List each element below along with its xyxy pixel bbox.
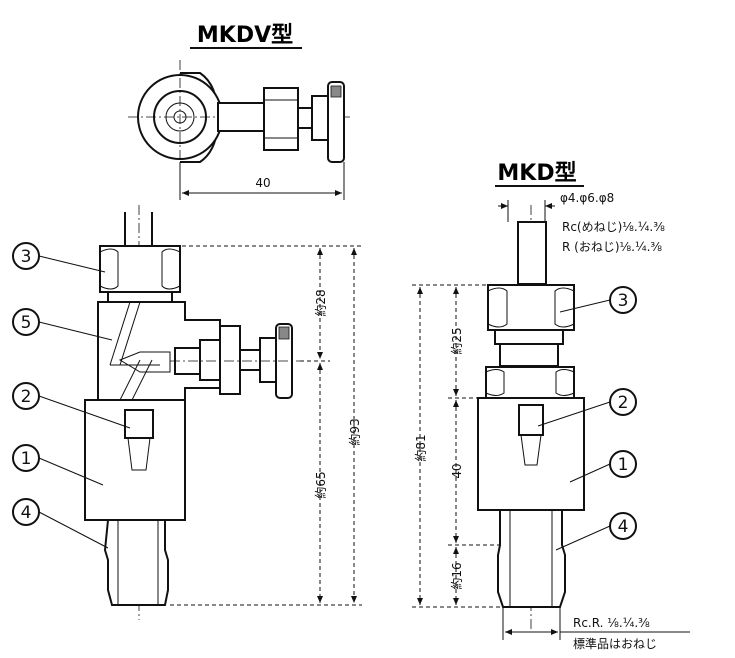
mkdv-top-view (128, 60, 350, 175)
mkd-bottom-thread: Rc.R. ⅛.¼.⅜ (573, 616, 650, 630)
mkd-side-view (477, 205, 585, 630)
mkdv-title: MKDV型 (197, 23, 293, 48)
mkd-bottom-dimension (502, 607, 690, 640)
mkdv-side-view (84, 205, 300, 620)
mkd-tube-size: φ4.φ6.φ8 (560, 191, 614, 205)
mkdv-callout-3: 3 (21, 247, 32, 267)
mkd-callout-3: 3 (618, 291, 629, 311)
mkdv-dim-28: 約28 (313, 289, 328, 316)
mkd-callouts (537, 286, 637, 551)
mkdv-callouts (12, 242, 131, 549)
mkdv-height-dimensions (170, 245, 362, 606)
mkd-dim-25: 約25 (449, 327, 464, 354)
mkdv-callout-1: 1 (21, 449, 32, 469)
mkd-thread-r: R (おねじ)⅛.¼.⅜ (562, 240, 662, 254)
mkdv-callout-2: 2 (21, 387, 32, 407)
mkd-callout-1: 1 (618, 455, 629, 475)
mkd-dim-16: 約16 (449, 562, 464, 589)
mkd-dim-81: 約81 (413, 434, 428, 461)
mkd-callout-2: 2 (618, 393, 629, 413)
mkd-dim-40: 40 (450, 463, 464, 478)
mkd-thread-rc: Rc(めねじ)⅛.¼.⅜ (562, 220, 665, 234)
mkdv-width-dimension (179, 162, 345, 200)
mkdv-width-value: 40 (255, 176, 270, 190)
mkd-title: MKD型 (497, 161, 576, 186)
mkd-callout-4: 4 (618, 517, 629, 537)
mkdv-dim-93: 約93 (347, 418, 362, 445)
mkd-tube-dimension (498, 200, 555, 222)
mkdv-dim-65: 約65 (313, 471, 328, 498)
mkdv-callout-5: 5 (21, 313, 32, 333)
mkdv-callout-4: 4 (21, 503, 32, 523)
mkd-height-dimensions (412, 284, 500, 608)
mkd-bottom-note: 標準品はおねじ (573, 636, 657, 651)
